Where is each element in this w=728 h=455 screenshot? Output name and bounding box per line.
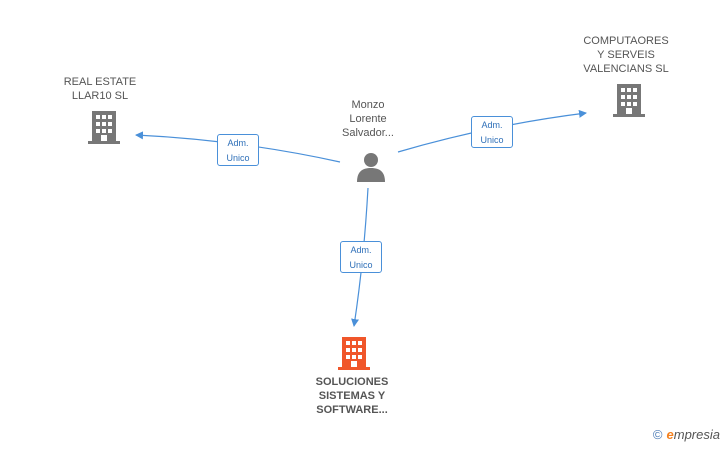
relation-badge-computaores[interactable]: Adm. Unico: [471, 116, 513, 148]
brand-watermark: © empresia: [653, 427, 720, 442]
brand-name[interactable]: empresia: [666, 427, 720, 442]
building-icon[interactable]: [338, 337, 370, 370]
company-label-computaores[interactable]: COMPUTAORES Y SERVEIS VALENCIANS SL: [583, 35, 669, 75]
company-label-soluciones[interactable]: SOLUCIONES SISTEMAS Y SOFTWARE...: [315, 376, 389, 416]
copyright-symbol: ©: [652, 427, 663, 442]
person-label[interactable]: Monzo Lorente Salvador...: [342, 99, 394, 139]
building-icon[interactable]: [88, 111, 120, 144]
building-icon[interactable]: [613, 84, 645, 117]
company-label-real-estate[interactable]: REAL ESTATE LLAR10 SL: [63, 76, 137, 102]
relation-badge-soluciones[interactable]: Adm. Unico: [340, 241, 382, 273]
relation-badge-real-estate[interactable]: Adm. Unico: [217, 134, 259, 166]
person-icon[interactable]: [357, 153, 385, 182]
